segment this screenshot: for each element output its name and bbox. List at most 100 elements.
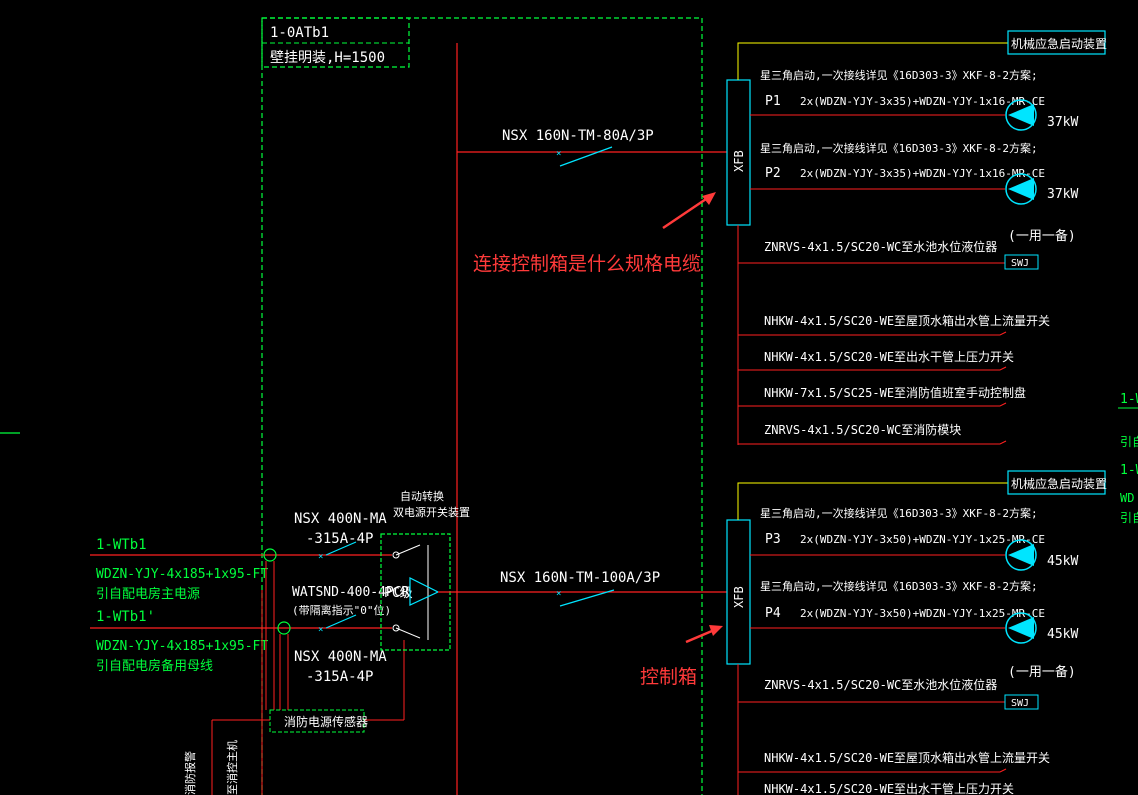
incoming-main-desc: 引自配电房主电源 bbox=[96, 586, 200, 602]
breaker-bottom-label-2: -315A-4P bbox=[306, 669, 373, 685]
ats-title-1: 自动转换 bbox=[400, 489, 444, 503]
feeder1-signal-wire-4 bbox=[738, 402, 1007, 407]
breaker-top-contact bbox=[325, 541, 357, 556]
feeder2-signal-2: NHKW-4x1.5/SC20-WE至屋顶水箱出水管上流量开关 bbox=[764, 750, 1050, 765]
incoming-standby-desc: 引自配电房备用母线 bbox=[96, 658, 213, 674]
feeder1-p2-tag: P2 bbox=[765, 166, 781, 181]
feeder2-p3-pump-triangle bbox=[1008, 544, 1034, 566]
feeder1-p1-note: 星三角启动,一次接线详见《16D303-3》XKF-8-2方案; bbox=[760, 68, 1038, 82]
right-edge-id1: 1-W bbox=[1120, 392, 1138, 407]
right-edge-id2-desc1: WD bbox=[1120, 491, 1134, 505]
panel-mount: 壁挂明装,H=1500 bbox=[270, 50, 385, 66]
ats-contact-bottom bbox=[392, 624, 400, 632]
ats-contact-top bbox=[392, 551, 400, 559]
breaker-top-x: × bbox=[318, 552, 323, 562]
feeder1-breaker-contact bbox=[559, 146, 613, 167]
feeder1-standby-note: (一用一备) bbox=[1008, 228, 1076, 244]
feeder2-p4-power: 45kW bbox=[1047, 627, 1078, 642]
feeder2-p3-note: 星三角启动,一次接线详见《16D303-3》XKF-8-2方案; bbox=[760, 506, 1038, 520]
feeder1-signal-5: ZNRVS-4x1.5/SC20-WC至消防模块 bbox=[764, 422, 961, 437]
ct-standby bbox=[277, 621, 291, 635]
alarm-vertical-2: 至消控主机 bbox=[225, 740, 239, 795]
feeder1-p2-pump-triangle bbox=[1008, 178, 1034, 200]
right-edge-id2: 1-W bbox=[1120, 463, 1138, 478]
feeder2-signal-wire-2 bbox=[738, 768, 1007, 773]
feeder1-p2-pump-icon bbox=[1005, 173, 1037, 205]
feeder2-p4-tag: P4 bbox=[765, 606, 781, 621]
feeder1-p1-cable: 2x(WDZN-YJY-3x35)+WDZN-YJY-1x16-MR-CE bbox=[800, 95, 1045, 108]
feeder2-p4-pump-icon bbox=[1005, 612, 1037, 644]
feeder1-p2-note: 星三角启动,一次接线详见《16D303-3》XKF-8-2方案; bbox=[760, 141, 1038, 155]
incoming-standby-id: 1-WTb1' bbox=[96, 609, 155, 625]
feeder2-p3-cable: 2x(WDZN-YJY-3x50)+WDZN-YJY-1x25-MR-CE bbox=[800, 533, 1045, 546]
feeder2-breaker-x: × bbox=[556, 589, 561, 599]
feeder2-p3-tag: P3 bbox=[765, 532, 781, 547]
feeder1-p1-tag: P1 bbox=[765, 94, 781, 109]
feeder1-signal-1: ZNRVS-4x1.5/SC20-WC至水池水位液位器 bbox=[764, 239, 997, 254]
incoming-standby-cable: WDZN-YJY-4x185+1x95-FT bbox=[96, 639, 268, 654]
feeder1-emergency-box bbox=[1007, 30, 1106, 55]
incoming-main-cable: WDZN-YJY-4x185+1x95-FT bbox=[96, 567, 268, 582]
feeder2-breaker-contact bbox=[559, 589, 615, 607]
feeder1-p2-power: 37kW bbox=[1047, 187, 1078, 202]
feeder1-xfb-label: XFB bbox=[732, 150, 746, 172]
feeder2-p4-note: 星三角启动,一次接线详见《16D303-3》XKF-8-2方案; bbox=[760, 579, 1038, 593]
fire-sensor-box bbox=[269, 709, 365, 733]
feeder1-signal-wire-3 bbox=[738, 366, 1007, 371]
feeder2-signal-1: ZNRVS-4x1.5/SC20-WC至水池水位液位器 bbox=[764, 677, 997, 692]
ats-arm-bottom bbox=[395, 627, 421, 639]
right-edge-id2-desc2: 引自 bbox=[1120, 511, 1138, 525]
panel-outline bbox=[261, 17, 703, 795]
feeder2-p3-power: 45kW bbox=[1047, 554, 1078, 569]
feeder2-xfb-label: XFB bbox=[732, 586, 746, 608]
ats-pc-label: PC级 bbox=[384, 586, 413, 601]
ats-model: WATSND-400-4PCR bbox=[292, 585, 410, 600]
feeder2-standby-note: (一用一备) bbox=[1008, 664, 1076, 680]
feeder1-breaker: NSX 160N-TM-80A/3P bbox=[502, 128, 654, 144]
feeder1-signal-2: NHKW-4x1.5/SC20-WE至屋顶水箱出水管上流量开关 bbox=[764, 313, 1050, 328]
breaker-bottom-label-1: NSX 400N-MA bbox=[294, 649, 387, 665]
ats-note: (带隔离指示"0"位) bbox=[292, 603, 391, 617]
feeder2-p4-pump-triangle bbox=[1008, 617, 1034, 639]
panel-id: 1-0ATb1 bbox=[270, 25, 329, 41]
feeder2-signal-3: NHKW-4x1.5/SC20-WE至出水干管上压力开关 bbox=[764, 781, 1014, 795]
feeder2-emergency-label: 机械应急启动装置 bbox=[1011, 476, 1107, 491]
feeder1-p2-cable: 2x(WDZN-YJY-3x35)+WDZN-YJY-1x16-MR-CE bbox=[800, 167, 1045, 180]
breaker-top-label-1: NSX 400N-MA bbox=[294, 511, 387, 527]
breaker-bottom-x: × bbox=[318, 625, 323, 635]
feeder2-swj-box bbox=[1004, 694, 1039, 710]
feeder1-p1-pump-icon bbox=[1005, 99, 1037, 131]
ats-arm-top bbox=[395, 544, 421, 556]
feeder2-swj-label: SWJ bbox=[1011, 698, 1029, 709]
right-edge-id1-desc: 引自 bbox=[1120, 435, 1138, 449]
ats-triangle bbox=[409, 577, 440, 606]
feeder1-signal-3: NHKW-4x1.5/SC20-WE至出水干管上压力开关 bbox=[764, 349, 1014, 364]
feeder1-signal-4: NHKW-7x1.5/SC25-WE至消防值班室手动控制盘 bbox=[764, 385, 1026, 400]
feeder1-signal-wire-5 bbox=[738, 440, 1007, 445]
annotation-box-label: 控制箱 bbox=[640, 666, 697, 688]
feeder2-emergency-wire bbox=[737, 482, 1008, 520]
breaker-bottom-contact bbox=[325, 614, 357, 629]
breaker-top-label-2: -315A-4P bbox=[306, 531, 373, 547]
alarm-vertical-1: 消防报警 bbox=[183, 751, 197, 795]
feeder1-p1-pump-triangle bbox=[1008, 104, 1034, 126]
feeder1-emergency-label: 机械应急启动装置 bbox=[1011, 36, 1107, 51]
feeder2-breaker: NSX 160N-TM-100A/3P bbox=[500, 570, 660, 586]
annotation-question: 连接控制箱是什么规格电缆 bbox=[473, 253, 701, 275]
feeder1-p1-power: 37kW bbox=[1047, 115, 1078, 130]
fire-sensor-label: 消防电源传感器 bbox=[284, 714, 368, 729]
feeder2-p4-cable: 2x(WDZN-YJY-3x50)+WDZN-YJY-1x25-MR-CE bbox=[800, 607, 1045, 620]
feeder1-swj-box bbox=[1004, 254, 1039, 270]
ct-main bbox=[263, 548, 277, 562]
feeder2-p3-pump-icon bbox=[1005, 539, 1037, 571]
feeder1-emergency-wire bbox=[737, 42, 1008, 80]
annotation-arrowhead-1 bbox=[702, 192, 716, 205]
feeder1-breaker-x: × bbox=[556, 149, 561, 159]
ats-title-2: 双电源开关装置 bbox=[393, 505, 470, 519]
feeder2-emergency-box bbox=[1007, 470, 1106, 495]
feeder1-signal-wire-2 bbox=[738, 331, 1007, 336]
annotation-arrowhead-2 bbox=[709, 625, 723, 636]
annotation-arrow-1 bbox=[662, 193, 713, 230]
incoming-main-id: 1-WTb1 bbox=[96, 537, 147, 553]
